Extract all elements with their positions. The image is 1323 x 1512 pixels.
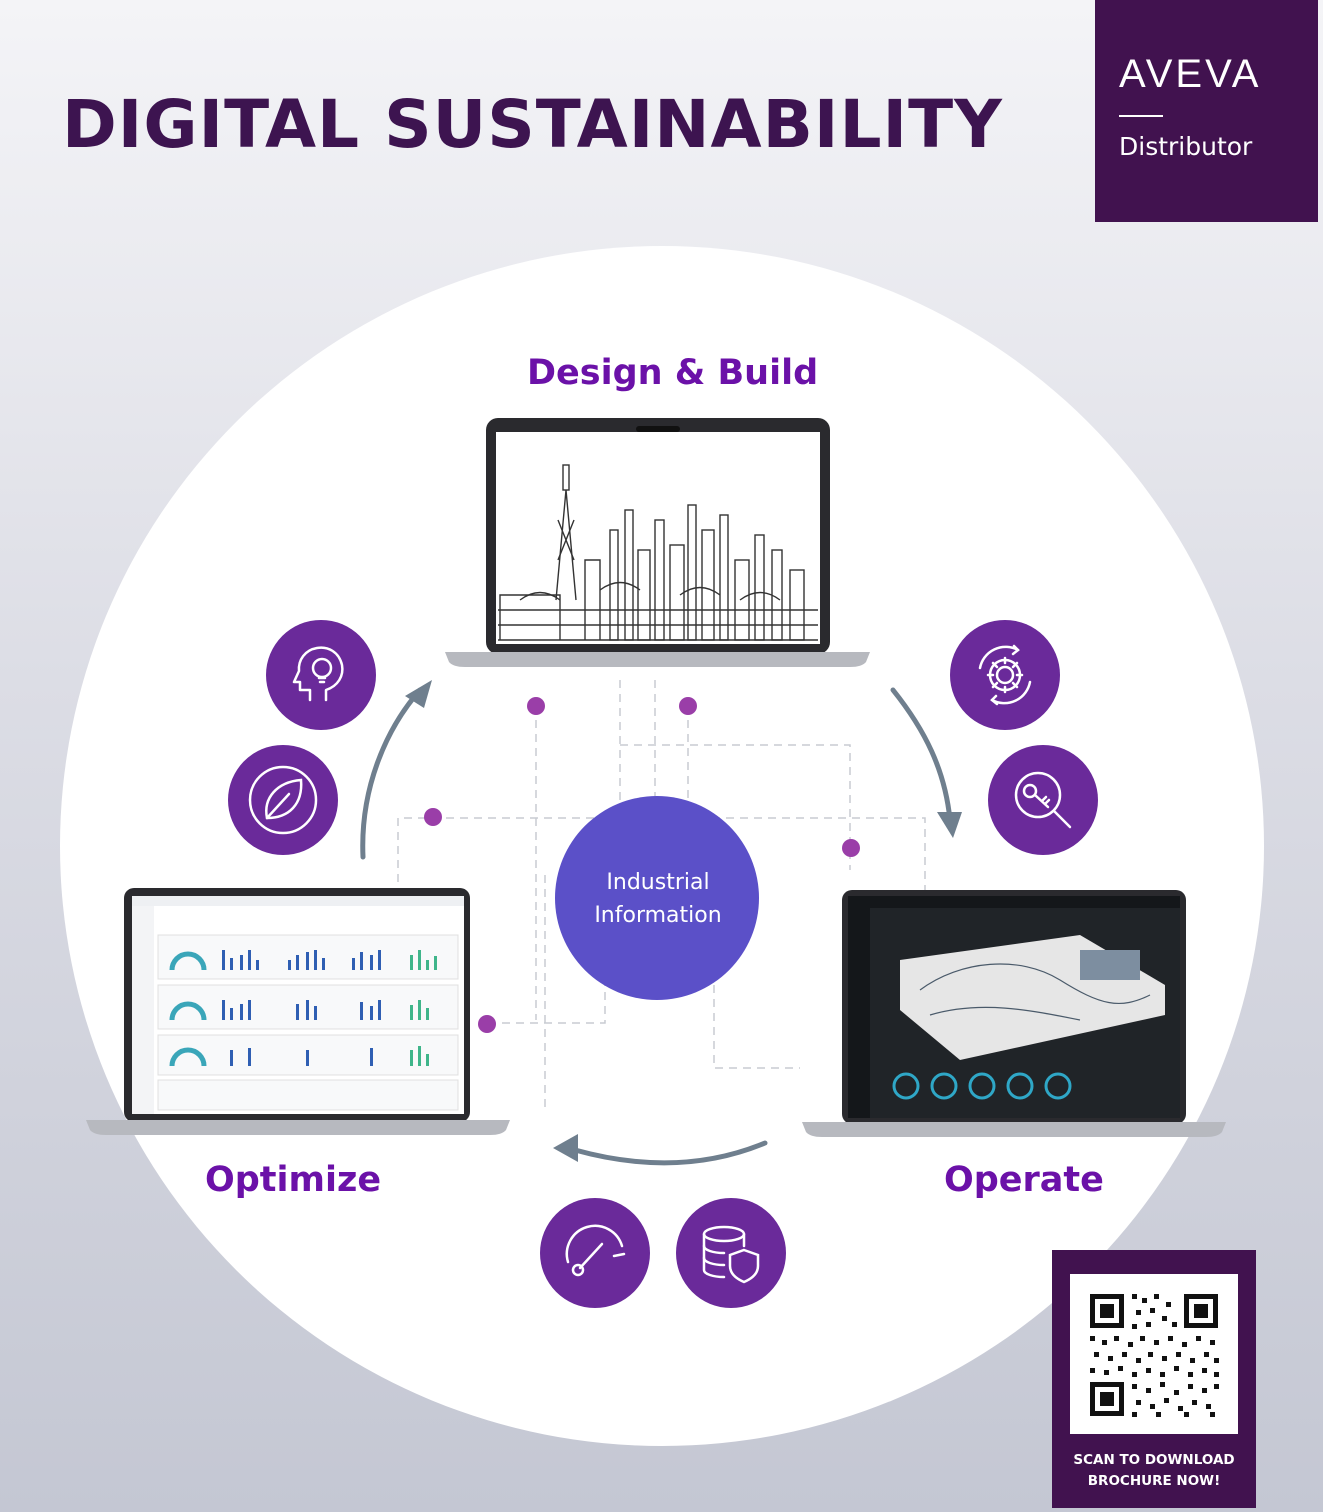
core-label: Industrial Information — [560, 866, 756, 932]
industrial-information-circle — [555, 796, 759, 1000]
qr-download-box[interactable]: SCAN TO DOWNLOAD BROCHURE NOW! — [1052, 1250, 1256, 1508]
stage-label-operate: Operate — [944, 1160, 1104, 1200]
refinery-illustration — [498, 464, 818, 641]
key-search-icon — [988, 745, 1098, 855]
core-label-line2: Information — [594, 903, 722, 928]
brand-badge[interactable]: AVEVA Distributor — [1095, 0, 1318, 222]
database-shield-icon — [676, 1198, 786, 1308]
arrow-operate-to-optimize — [572, 1140, 768, 1166]
qr-caption: SCAN TO DOWNLOAD BROCHURE NOW! — [1052, 1450, 1256, 1492]
arrow-design-to-operate — [890, 687, 953, 823]
gauge-icon — [540, 1198, 650, 1308]
aveva-logo: AVEVA — [1119, 52, 1262, 96]
connector-dots — [424, 697, 860, 1033]
core-label-line1: Industrial — [606, 870, 710, 895]
stage-label-design-build: Design & Build — [527, 353, 819, 393]
qr-caption-line2: BROCHURE NOW! — [1087, 1473, 1221, 1489]
page-title: DIGITAL SUSTAINABILITY — [62, 86, 1003, 163]
lightbulb-head-icon — [266, 620, 376, 730]
laptop-optimize — [86, 888, 510, 1135]
brand-divider — [1119, 115, 1163, 117]
laptop-design-build — [445, 418, 870, 667]
arrow-optimize-to-design — [360, 687, 423, 860]
laptop-operate — [802, 890, 1226, 1137]
stage-label-optimize: Optimize — [205, 1160, 382, 1200]
control-room-illustration — [848, 896, 1180, 1118]
qr-code[interactable] — [1070, 1274, 1238, 1434]
gear-cycle-icon — [950, 620, 1060, 730]
dashboard-illustration — [132, 896, 464, 1114]
cycle-arrows — [360, 687, 953, 1166]
qr-caption-line1: SCAN TO DOWNLOAD — [1073, 1452, 1235, 1468]
brand-subtitle: Distributor — [1119, 132, 1253, 161]
leaf-icon — [228, 745, 338, 855]
